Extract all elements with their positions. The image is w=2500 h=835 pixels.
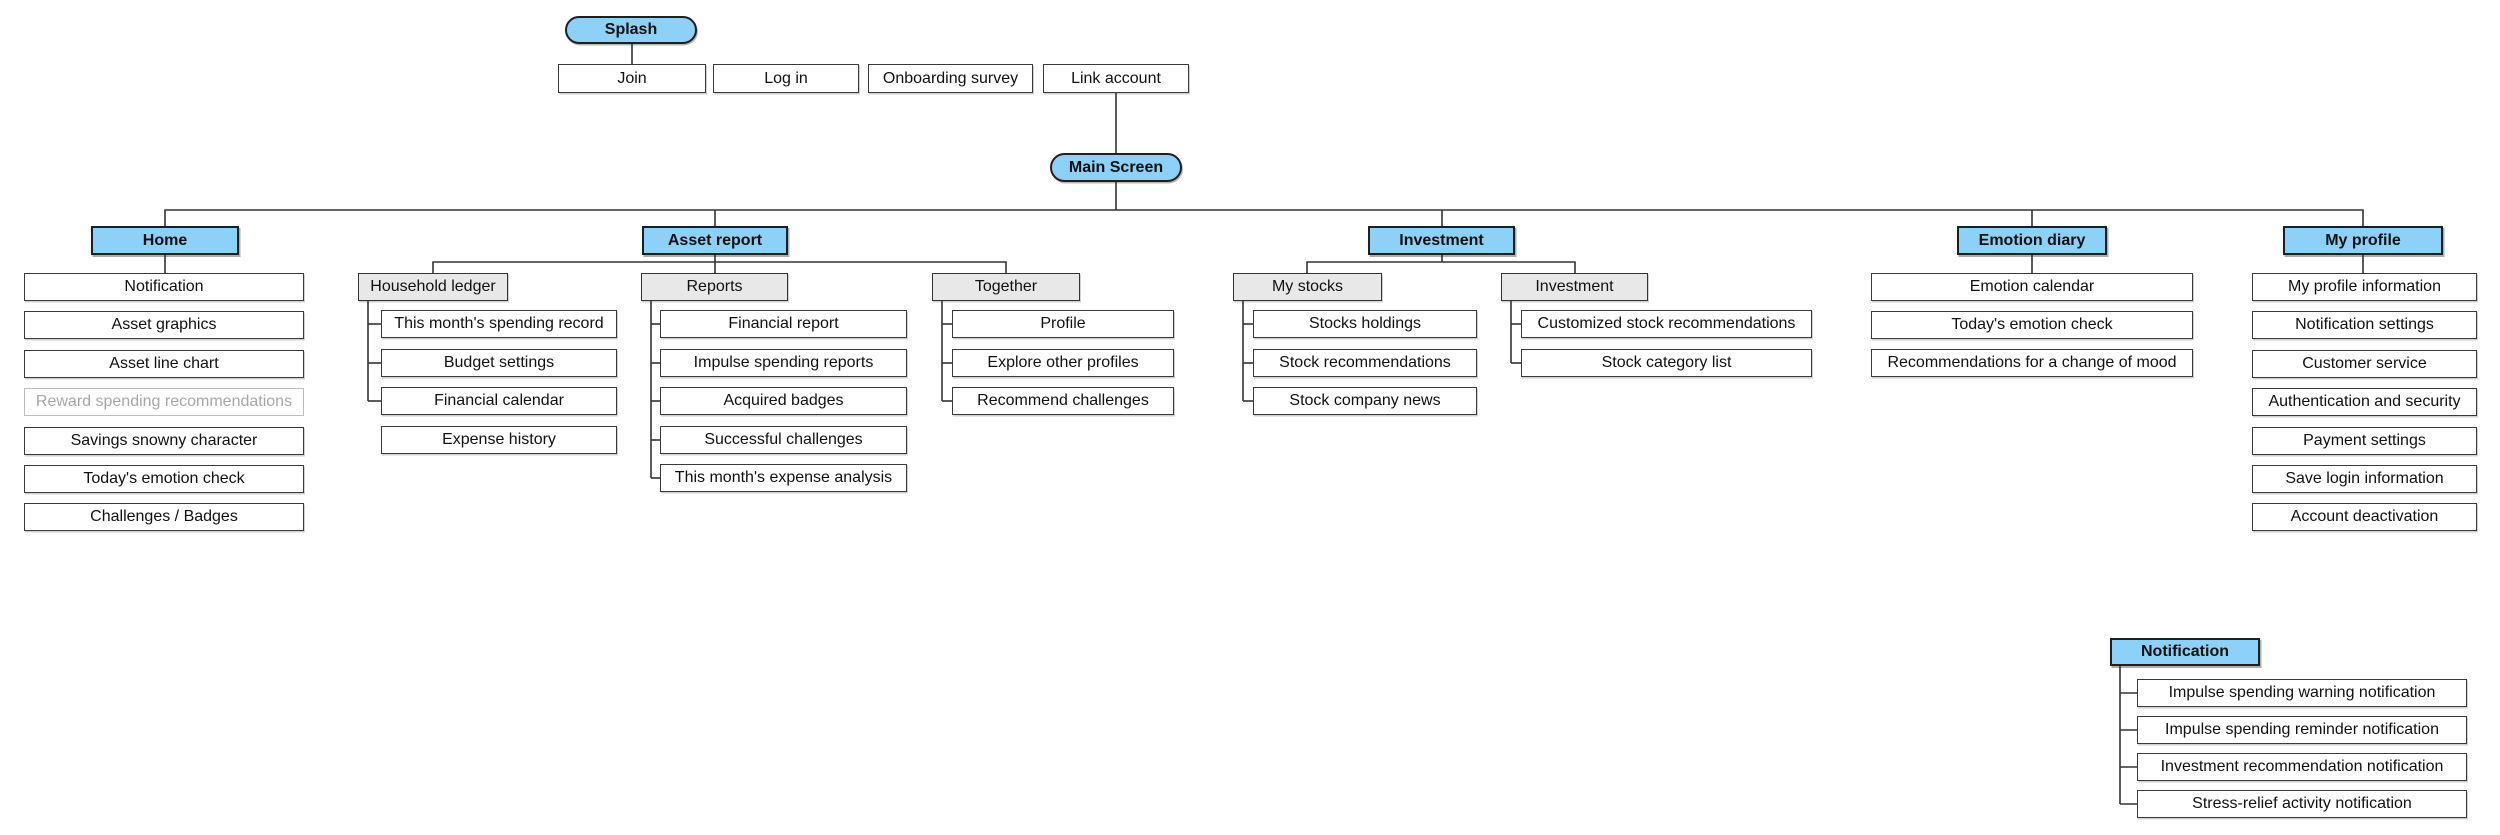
group-header-household-ledger[interactable]: Household ledger <box>358 273 508 301</box>
node-reward-spending-recommendations[interactable]: Reward spending recommendations <box>24 388 304 416</box>
node-this-months-spending-record[interactable]: This month's spending record <box>381 310 617 338</box>
node-notification-settings[interactable]: Notification settings <box>2252 311 2477 339</box>
node-savings-snowny-character[interactable]: Savings snowny character <box>24 427 304 455</box>
node-recommend-challenges[interactable]: Recommend challenges <box>952 387 1174 415</box>
node-splash[interactable]: Splash <box>565 16 697 44</box>
node-account-deactivation[interactable]: Account deactivation <box>2252 503 2477 531</box>
section-header-asset-report[interactable]: Asset report <box>642 226 788 255</box>
node-this-months-expense-analysis[interactable]: This month's expense analysis <box>660 464 907 492</box>
group-header-my-stocks[interactable]: My stocks <box>1233 273 1382 301</box>
section-header-my-profile[interactable]: My profile <box>2283 226 2443 255</box>
group-header-investment-sub[interactable]: Investment <box>1501 273 1648 301</box>
node-stocks-holdings[interactable]: Stocks holdings <box>1253 310 1477 338</box>
node-acquired-badges[interactable]: Acquired badges <box>660 387 907 415</box>
node-log-in[interactable]: Log in <box>713 64 859 93</box>
node-onboarding-survey[interactable]: Onboarding survey <box>868 64 1033 93</box>
group-header-together[interactable]: Together <box>932 273 1080 301</box>
section-header-emotion-diary[interactable]: Emotion diary <box>1957 226 2107 255</box>
node-save-login-information[interactable]: Save login information <box>2252 465 2477 493</box>
node-todays-emotion-check-diary[interactable]: Today's emotion check <box>1871 311 2193 339</box>
node-stock-category-list[interactable]: Stock category list <box>1521 349 1812 377</box>
node-impulse-spending-reminder-notification[interactable]: Impulse spending reminder notification <box>2137 716 2467 744</box>
node-home-notification[interactable]: Notification <box>24 273 304 301</box>
group-header-reports[interactable]: Reports <box>641 273 788 301</box>
node-stock-recommendations[interactable]: Stock recommendations <box>1253 349 1477 377</box>
node-recommendations-change-of-mood[interactable]: Recommendations for a change of mood <box>1871 349 2193 377</box>
node-investment-recommendation-notification[interactable]: Investment recommendation notification <box>2137 753 2467 781</box>
node-my-profile-information[interactable]: My profile information <box>2252 273 2477 301</box>
section-header-notification[interactable]: Notification <box>2110 638 2260 666</box>
node-explore-other-profiles[interactable]: Explore other profiles <box>952 349 1174 377</box>
node-todays-emotion-check-home[interactable]: Today's emotion check <box>24 465 304 493</box>
node-emotion-calendar[interactable]: Emotion calendar <box>1871 273 2193 301</box>
node-payment-settings[interactable]: Payment settings <box>2252 427 2477 455</box>
node-link-account[interactable]: Link account <box>1043 64 1189 93</box>
node-asset-line-chart[interactable]: Asset line chart <box>24 350 304 378</box>
node-financial-calendar[interactable]: Financial calendar <box>381 387 617 415</box>
section-header-home[interactable]: Home <box>91 226 239 255</box>
node-main-screen[interactable]: Main Screen <box>1050 153 1182 182</box>
node-stock-company-news[interactable]: Stock company news <box>1253 387 1477 415</box>
node-budget-settings[interactable]: Budget settings <box>381 349 617 377</box>
node-authentication-and-security[interactable]: Authentication and security <box>2252 388 2477 416</box>
node-customized-stock-recommendations[interactable]: Customized stock recommendations <box>1521 310 1812 338</box>
node-impulse-spending-warning-notification[interactable]: Impulse spending warning notification <box>2137 679 2467 707</box>
node-customer-service[interactable]: Customer service <box>2252 350 2477 378</box>
node-profile[interactable]: Profile <box>952 310 1174 338</box>
section-header-investment[interactable]: Investment <box>1368 226 1515 255</box>
node-expense-history[interactable]: Expense history <box>381 426 617 454</box>
node-join[interactable]: Join <box>558 64 706 93</box>
node-challenges-badges[interactable]: Challenges / Badges <box>24 503 304 531</box>
node-successful-challenges[interactable]: Successful challenges <box>660 426 907 454</box>
node-financial-report[interactable]: Financial report <box>660 310 907 338</box>
node-asset-graphics[interactable]: Asset graphics <box>24 311 304 339</box>
node-impulse-spending-reports[interactable]: Impulse spending reports <box>660 349 907 377</box>
node-stress-relief-activity-notification[interactable]: Stress-relief activity notification <box>2137 790 2467 818</box>
